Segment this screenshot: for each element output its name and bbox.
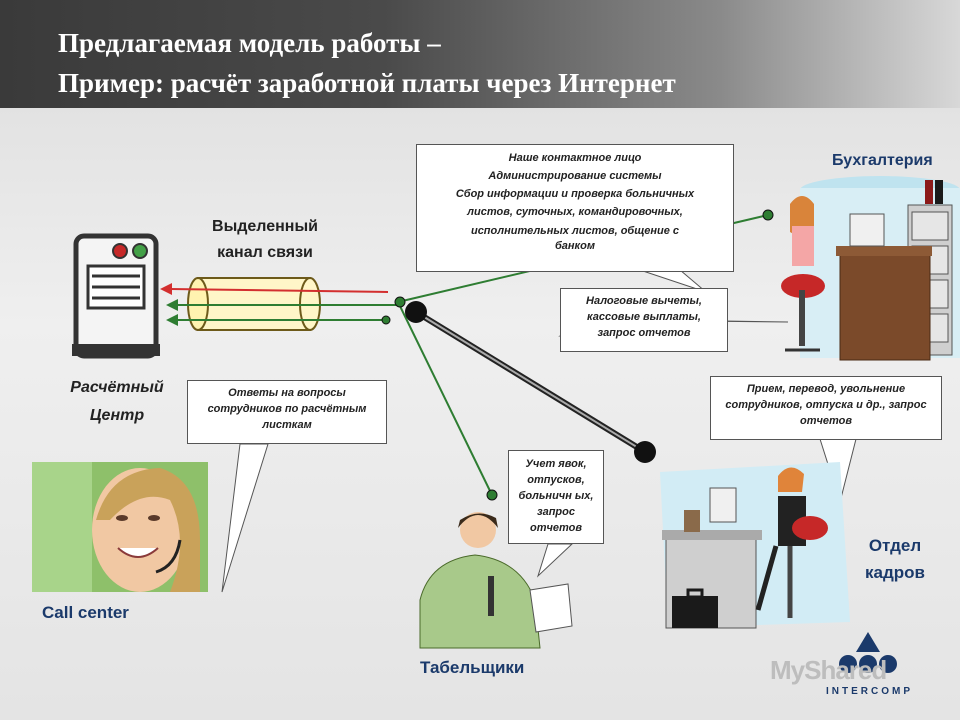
channel-arrows <box>160 283 398 326</box>
title-bar <box>0 0 960 108</box>
timekeeper-illustration <box>419 512 573 649</box>
contact-person-callout: Наше контактное лицо Администрирование с… <box>416 144 734 272</box>
slide-title-line2: Пример: расчёт заработной платы через Ин… <box>58 68 676 98</box>
tax-callout: Налоговые вычеты, кассовые выплаты, запр… <box>560 288 728 352</box>
contact-line-1: Наше контактное лицо <box>508 152 642 164</box>
accounting-illustration <box>781 176 960 361</box>
contact-line-3: Сбор информации и проверка больничных <box>455 188 695 201</box>
accounting-label: Бухгалтерия <box>832 152 933 169</box>
timekeepers-label: Табельщики <box>420 658 525 677</box>
call-center-label: Call center <box>42 603 129 622</box>
attendance-callout: Учет явок, отпусков, больничн ых, запрос… <box>508 450 604 544</box>
center-label: Расчётный Центр <box>70 379 164 424</box>
answers-callout: Ответы на вопросы сотрудников по расчётн… <box>187 380 387 444</box>
slide-title-line1: Предлагаемая модель работы – <box>58 28 441 58</box>
hr-callout: Прием, перевод, увольнение сотрудников, … <box>710 376 942 440</box>
hr-label: Отдел кадров <box>865 536 925 582</box>
watermark-text: MyShared <box>770 655 887 685</box>
call-center-photo <box>32 462 208 592</box>
contact-line-2: Администрирование системы <box>488 170 662 183</box>
intercomp-logo <box>839 632 897 673</box>
contact-line-6: банком <box>554 239 595 252</box>
server-icon <box>72 233 160 359</box>
brand-text: INTERCOMP <box>826 686 913 697</box>
hr-illustration <box>660 462 850 629</box>
contact-line-5: исполнительных листов, общение с <box>470 224 680 237</box>
contact-line-4: листов, суточных, командировочных, <box>467 206 683 219</box>
channel-label: Выделенный канал связи <box>212 218 318 261</box>
